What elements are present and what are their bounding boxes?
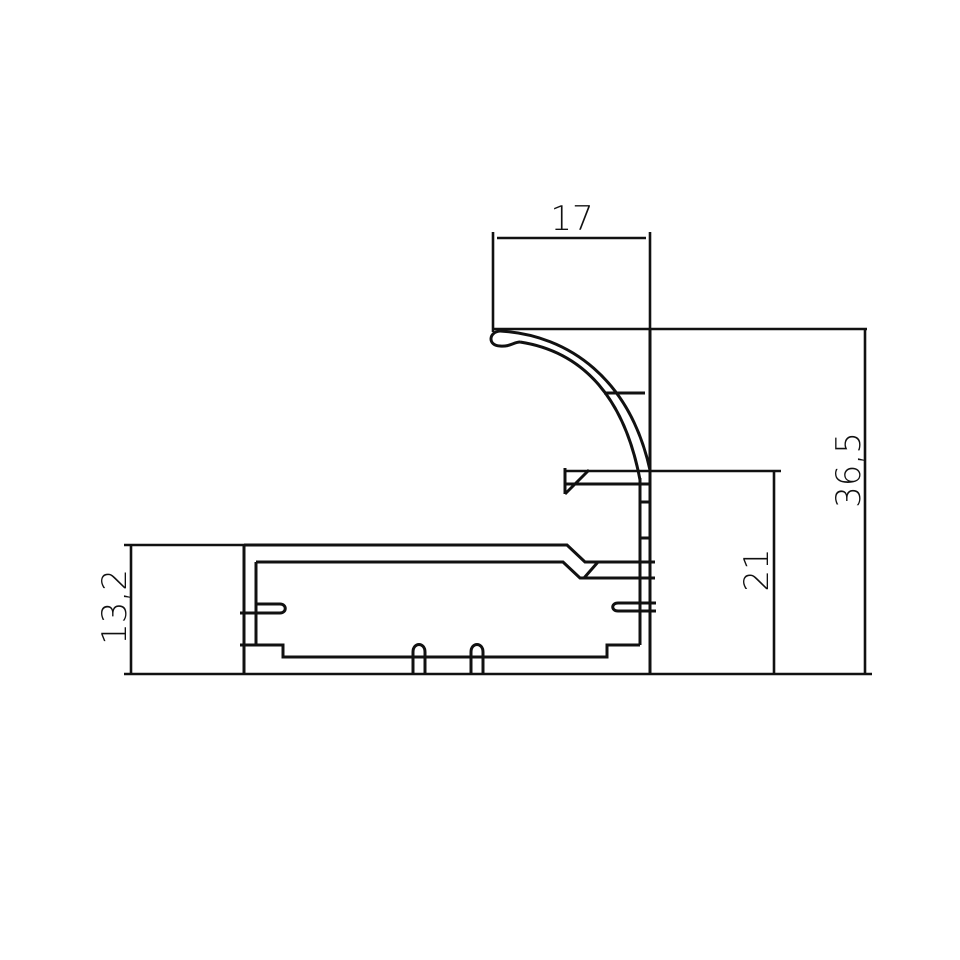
dimension-height-36-5: 36,5 <box>493 327 869 674</box>
dimension-label-36-5: 36,5 <box>829 432 869 508</box>
dimension-label-21: 21 <box>737 548 777 591</box>
dimension-height-13-2: 13,2 <box>95 543 244 674</box>
dimension-label-13-2: 13,2 <box>95 569 135 645</box>
dimension-height-21: 21 <box>565 469 781 674</box>
dimension-label-17: 17 <box>550 199 593 239</box>
dimension-width-17: 17 <box>491 199 652 332</box>
profile-outline <box>240 329 656 674</box>
